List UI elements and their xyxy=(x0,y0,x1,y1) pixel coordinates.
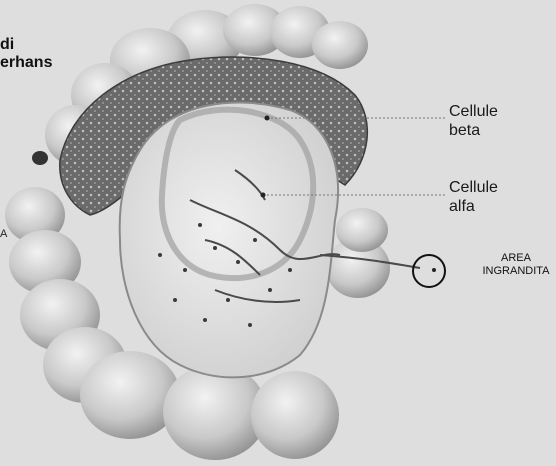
label-beta-line2: beta xyxy=(449,121,498,140)
label-alfa-line1: Cellule xyxy=(449,178,498,197)
figure-title-line1: di xyxy=(0,36,52,54)
label-cellule-alfa: Cellule alfa xyxy=(449,178,498,216)
beta-pointer-dot xyxy=(265,116,270,121)
label-area-line2: INGRANDITA xyxy=(476,265,556,278)
figure-title: di erhans xyxy=(0,36,52,72)
label-area-ingrandita: AREA INGRANDITA xyxy=(476,252,556,278)
label-area-line1: AREA xyxy=(476,252,556,265)
label-alfa-line2: alfa xyxy=(449,197,498,216)
label-cellule-beta: Cellule beta xyxy=(449,102,498,140)
figure-title-line2: erhans xyxy=(0,54,52,72)
label-beta-line1: Cellule xyxy=(449,102,498,121)
alfa-pointer-dot xyxy=(261,193,266,198)
enlarged-area-circle xyxy=(413,255,445,287)
left-edge-label: A xyxy=(0,228,7,240)
dark-nodule xyxy=(32,151,48,165)
